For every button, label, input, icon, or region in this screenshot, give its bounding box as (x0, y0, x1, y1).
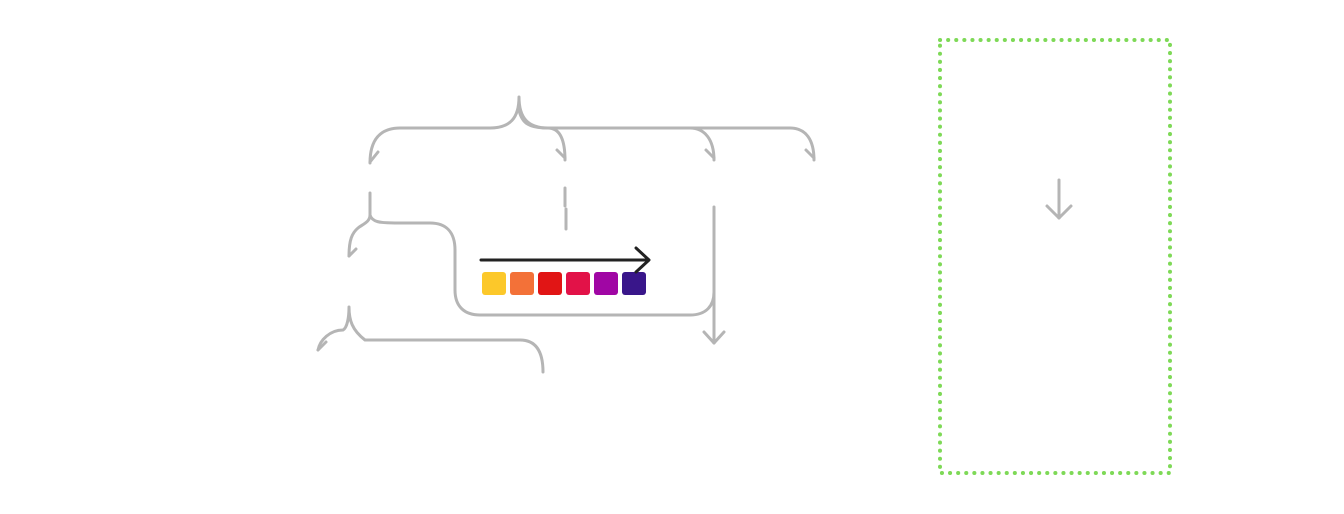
left-loop-tip (347, 247, 358, 258)
top-brace-extension-2 (546, 126, 816, 162)
top-brace-tip-left (368, 150, 380, 164)
loop-connector (368, 205, 716, 317)
lower-brace-tip-left (316, 340, 328, 352)
swatch-orange (510, 272, 534, 295)
top-brace-connector (368, 95, 567, 165)
legend-arrow (479, 246, 651, 274)
swatch-indigo (622, 272, 646, 295)
legend-arrow-head (634, 246, 651, 274)
right-down-arrow-head (702, 330, 726, 345)
top-brace-tip-4 (804, 148, 816, 160)
swatch-yellow (482, 272, 506, 295)
top-brace-extension-1 (517, 108, 716, 162)
gradient-legend (482, 272, 646, 295)
dotted-frame (938, 38, 1172, 475)
center-vertical-stub (563, 186, 568, 231)
swatch-crimson (566, 272, 590, 295)
swatch-red (538, 272, 562, 295)
box-down-arrow-head (1045, 204, 1073, 220)
swatch-purple (594, 272, 618, 295)
connector-group (316, 95, 1073, 374)
left-vertical-connector (347, 191, 372, 258)
top-brace-tip-2 (555, 148, 567, 160)
top-brace-tip-3 (704, 148, 716, 160)
lower-brace-connector (316, 305, 545, 374)
